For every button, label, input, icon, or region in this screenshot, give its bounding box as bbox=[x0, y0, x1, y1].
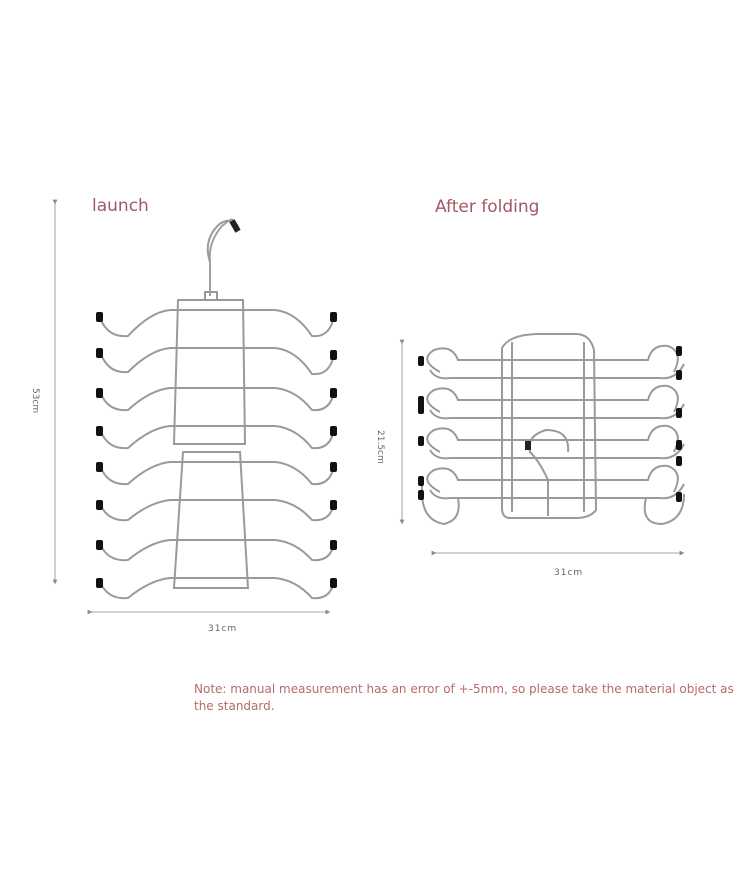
launch-hanger bbox=[96, 218, 337, 600]
folded-tips bbox=[418, 346, 682, 502]
folded-arms bbox=[420, 344, 685, 526]
after-folding-title: After folding bbox=[435, 197, 540, 217]
launch-tips bbox=[96, 312, 337, 588]
launch-title: launch bbox=[92, 196, 149, 216]
measurement-note: Note: manual measurement has an error of… bbox=[194, 682, 734, 713]
launch-width-label: 31cm bbox=[208, 624, 238, 634]
folded-width-label: 31cm bbox=[554, 568, 584, 578]
launch-arms bbox=[99, 309, 335, 600]
folded-height-label: 21.5cm bbox=[375, 430, 385, 464]
launch-height-label: 53cm bbox=[30, 388, 40, 414]
folded-hanger bbox=[418, 333, 685, 526]
